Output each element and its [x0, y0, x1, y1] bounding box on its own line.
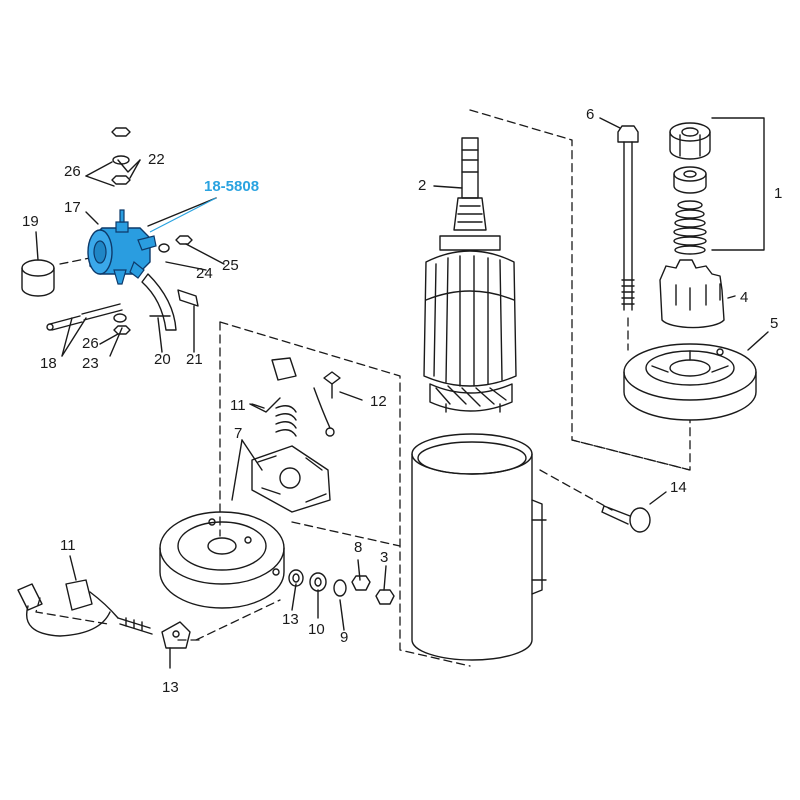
solenoid-strap	[141, 273, 199, 331]
leader-lines	[35, 117, 769, 669]
callout-8: 8	[354, 539, 363, 556]
armature	[423, 137, 517, 413]
highlighted-part-number[interactable]: 18-5808	[204, 178, 260, 195]
callout-13: 13	[162, 679, 179, 696]
through-bolt	[617, 125, 639, 311]
drive-nut-group	[669, 122, 711, 194]
callout-11-lower: 11	[60, 537, 76, 554]
callout-19: 18	[40, 355, 57, 372]
pinion-gear	[659, 259, 725, 329]
callout-9: 9	[340, 629, 349, 646]
brush-set-lower	[17, 579, 153, 637]
callout-25: 25	[222, 257, 239, 274]
callout-10: 10	[308, 621, 325, 638]
solenoid-top-nuts	[111, 127, 131, 185]
callout-4: 4	[740, 289, 749, 306]
callout-11-upper: 11	[230, 397, 246, 414]
callout-7: 7	[234, 425, 243, 442]
callout-18: 17	[64, 199, 81, 216]
brush-lead-screw	[313, 371, 341, 437]
callout-1: 1	[774, 185, 783, 202]
callout-14: 13	[282, 611, 299, 628]
callout-2: 2	[418, 177, 427, 194]
callout-3: 3	[380, 549, 389, 566]
end-cap-hardware	[288, 569, 395, 605]
assembly-dashed-lines	[35, 109, 691, 667]
callout-23-top: 22	[148, 151, 165, 168]
callout-26-top: 26	[64, 163, 81, 180]
drive-end-plate	[623, 343, 757, 421]
callout-5: 6	[586, 106, 595, 123]
brush-spring-upper	[271, 357, 297, 437]
solenoid-highlighted[interactable]	[87, 209, 157, 285]
drive-spring	[673, 200, 707, 255]
callout-22: 21	[186, 351, 203, 368]
starter-frame	[411, 433, 547, 661]
terminal-nut	[158, 235, 193, 253]
brush-holder	[251, 445, 331, 513]
callout-12: 12	[370, 393, 387, 410]
callout-20: 19	[22, 213, 39, 230]
callout-24: 24	[196, 265, 213, 282]
callout-17: 14	[670, 479, 687, 496]
callout-26-bottom: 26	[82, 335, 99, 352]
bracket-1	[711, 117, 765, 251]
terminal-insulator	[161, 621, 191, 649]
terminal-studs	[46, 303, 123, 331]
highlight-leader	[149, 197, 217, 233]
frame-bolt	[601, 505, 651, 533]
end-cap	[159, 511, 285, 609]
callout-23-bottom: 23	[82, 355, 99, 372]
lower-nuts	[113, 313, 131, 335]
callout-21: 20	[154, 351, 171, 368]
callout-6: 5	[770, 315, 779, 332]
bushing-ring	[21, 259, 55, 297]
